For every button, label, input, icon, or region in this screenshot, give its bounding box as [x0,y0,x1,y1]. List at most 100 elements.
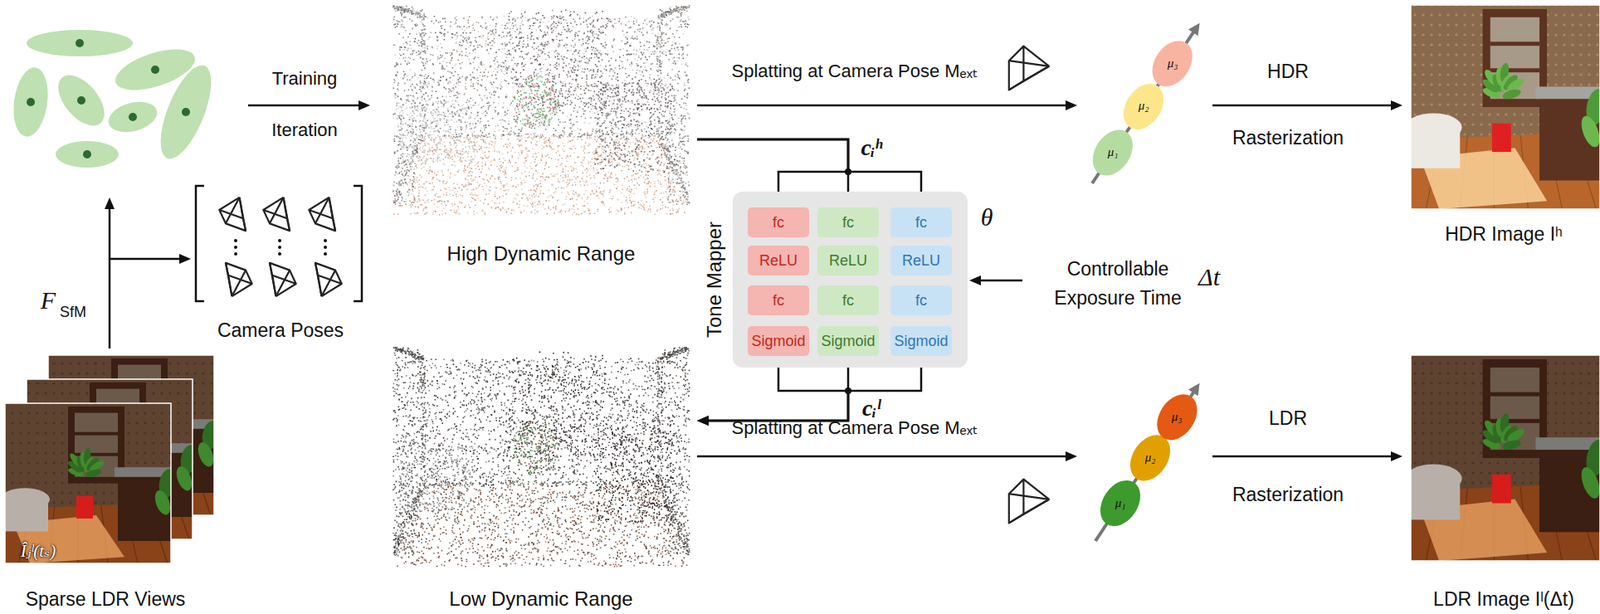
layer-label-wrap: fc [842,214,854,232]
point-dots [512,420,560,476]
layer-label-wrap: fc [842,292,854,310]
arrow-head [697,415,709,426]
ldr-image: LDR Image Iˡ(Δt) [1402,355,1600,613]
layer-label-wrap: ReLU [829,252,868,270]
layer-label: Sigmoid [893,332,948,351]
arrow-head [1065,451,1078,462]
connector-line [697,455,1068,459]
arrow-head [697,415,709,426]
annotation-label-wrap: Rasterization [1232,126,1344,149]
layer-label: fc [915,292,927,310]
connector-line [109,258,181,349]
edge-label-wrap: Splatting at Camera Pose Mₑₓₜ [731,60,978,82]
point-dots [393,346,691,568]
edge-label-wrap: Splatting at Camera Pose Mₑₓₜ [731,417,978,439]
point-dots [505,10,676,174]
node-label-wrap: LDR Image Iˡ(Δt) [1433,588,1575,610]
camera-poses-bracket [195,185,362,302]
layer-label-wrap: ReLU [902,252,941,270]
annotation-label: μ₂ [1145,450,1157,465]
annotation-label: μ₃ [1171,409,1183,425]
layer-box: ReLU [817,245,879,276]
annotation-label-wrap: cᵢˡ [862,395,881,422]
annotation-label: μ₂ [1138,98,1150,113]
annotation-label-wrap: cᵢʰ [860,134,882,161]
annotation-label-wrap: μ₃ [1171,409,1183,425]
node-label-wrap: Tone Mapper [702,221,727,338]
node-label: HDR Image Iʰ [1444,223,1563,245]
layer-label-wrap: fc [772,214,785,232]
node-label: Low Dynamic Range [448,587,633,611]
connector [109,253,191,349]
layer-label: fc [842,292,854,310]
connector-line [697,104,1068,108]
point-cloud [392,4,690,215]
point-dots [407,135,685,215]
camera-icon [259,192,300,231]
point-dots [397,135,685,215]
layer-box: Sigmoid [817,326,879,357]
splat-gaussians [1092,383,1205,542]
annotation-label-wrap: μ₁ [1115,496,1127,511]
annotation-label-wrap: HDR [1267,60,1309,83]
layer-label: fc [772,214,785,232]
hdr-point-cloud: High Dynamic Range [386,3,698,271]
point-dots [392,346,690,556]
node-label-wrap: Camera Poses [217,319,344,342]
layer-label-wrap: fc [772,292,785,310]
point-dots [392,5,690,205]
annotation-label: θ [980,203,994,233]
annotation-label: Controllable Exposure Time [1043,254,1193,313]
layer-label-wrap: fc [915,214,927,232]
layer-box: Sigmoid [890,326,952,357]
node-label: Îⱼˡ(tₛ) [20,541,56,561]
layer-label: fc [842,214,854,232]
layer-label: ReLU [829,252,868,270]
point-dots [403,482,685,568]
annotation-label-wrap: μ₂ [1145,450,1157,465]
annotation-label-wrap: Controllable Exposure Time [1043,254,1193,313]
node-label: Sparse LDR Views [25,588,186,610]
annotation-label-wrap: μ₂ [1138,98,1150,113]
layer-label-wrap: Sigmoid [751,332,805,351]
annotation-label: Iteration [271,119,338,141]
arrow-head [697,415,709,426]
layer-label: ReLU [902,252,941,270]
layer-label-wrap: fc [915,292,927,310]
node-label-wrap: HDR Image Iʰ [1444,223,1563,245]
annotation-label: Rasterization [1232,126,1344,149]
layer-label: fc [915,214,927,232]
node-label: Tone Mapper [702,221,727,338]
annotation-label: μ₃ [1167,56,1179,71]
annotation-label-wrap: Iteration [271,119,338,141]
node-label-wrap: Îⱼˡ(tₛ) [20,541,56,561]
annotation-label: μ₁ [1107,145,1119,160]
scene-image [0,403,179,564]
annotation-label-wrap: Δt [1198,263,1220,293]
ellipsis-dots [323,239,327,256]
point-dots [393,134,686,215]
arrow-head [1390,100,1403,111]
annotation-label: cᵢˡ [862,395,881,422]
layer-box: fc [890,207,952,238]
ldr-point-cloud: Low Dynamic Range [386,341,698,613]
layer-box: ReLU [747,245,810,276]
point-dots [507,351,674,524]
layer-label: Sigmoid [820,332,875,351]
point-dots [506,352,675,523]
annotation-label: Rasterization [1232,483,1344,506]
layer-label-wrap: Sigmoid [893,332,948,351]
annotation-label-wrap: μ₃ [1167,56,1179,71]
arrow-head [969,275,981,286]
point-cloud [392,346,691,568]
camera-poses: Camera Poses [190,182,371,345]
layer-box: ReLU [890,245,952,276]
annotation-label-wrap: Training [272,68,338,89]
camera-icon [305,192,346,231]
layer-box: fc [817,207,879,238]
arrow-head [104,197,115,210]
annotation-label: LDR [1268,407,1308,430]
annotation-label: HDR [1267,60,1309,83]
scene-image [1391,355,1600,561]
ray-head [1188,383,1200,397]
